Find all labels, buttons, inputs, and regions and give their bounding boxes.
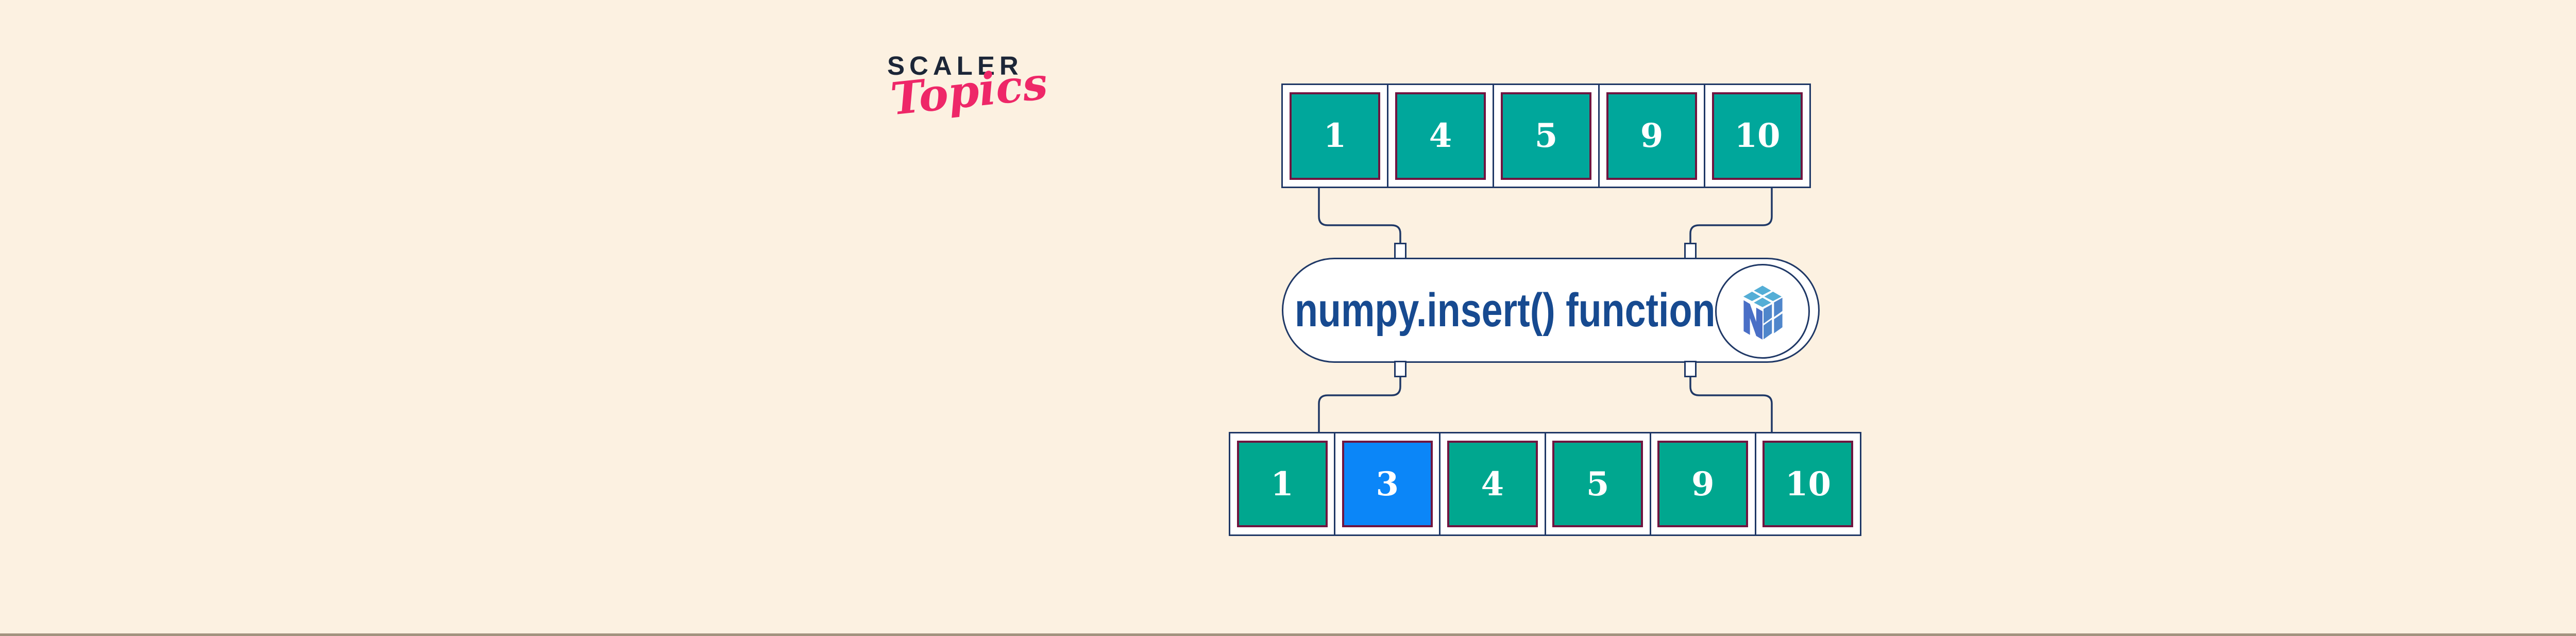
function-pill-label-zone: numpy.insert() function [1295, 259, 1715, 361]
input-array: 1 4 5 9 10 [1281, 83, 1811, 188]
array-value-box: 1 [1236, 441, 1328, 527]
function-pill-label: numpy.insert() function [1294, 283, 1716, 337]
scaler-topics-logo: SCALER Topics [887, 51, 1050, 126]
logo-brand-text: SCALER [887, 51, 1023, 80]
function-pill: numpy.insert() function [1282, 258, 1820, 363]
array-cell: 1 [1230, 433, 1336, 534]
array-cell: 5 [1494, 85, 1600, 187]
array-cell: 4 [1440, 433, 1546, 534]
array-value-box: 4 [1447, 441, 1538, 527]
array-value-box: 10 [1762, 441, 1854, 527]
array-cell: 10 [1756, 433, 1860, 534]
connector-plug [1394, 243, 1406, 259]
array-cell: 9 [1600, 85, 1705, 187]
array-cell: 4 [1388, 85, 1494, 187]
image-bottom-edge [0, 633, 2576, 636]
array-cell: 1 [1283, 85, 1388, 187]
array-value-box: 5 [1501, 92, 1591, 180]
numpy-logo-icon [1743, 286, 1783, 340]
array-value-box: 10 [1712, 92, 1803, 180]
numpy-logo-badge [1715, 264, 1810, 359]
array-value-box: 9 [1606, 92, 1697, 180]
array-cell-inserted: 3 [1335, 433, 1441, 534]
array-value-box: 9 [1657, 441, 1749, 527]
array-cell: 5 [1546, 433, 1651, 534]
connector-plug [1684, 361, 1697, 377]
inserted-value-box: 3 [1342, 441, 1433, 527]
array-value-box: 5 [1552, 441, 1643, 527]
array-cell: 10 [1705, 85, 1809, 187]
connector-plug [1684, 243, 1697, 259]
array-value-box: 1 [1290, 92, 1380, 180]
connector-plug [1394, 361, 1406, 377]
output-array: 1 3 4 5 9 10 [1229, 432, 1861, 536]
array-value-box: 4 [1395, 92, 1486, 180]
array-cell: 9 [1651, 433, 1756, 534]
